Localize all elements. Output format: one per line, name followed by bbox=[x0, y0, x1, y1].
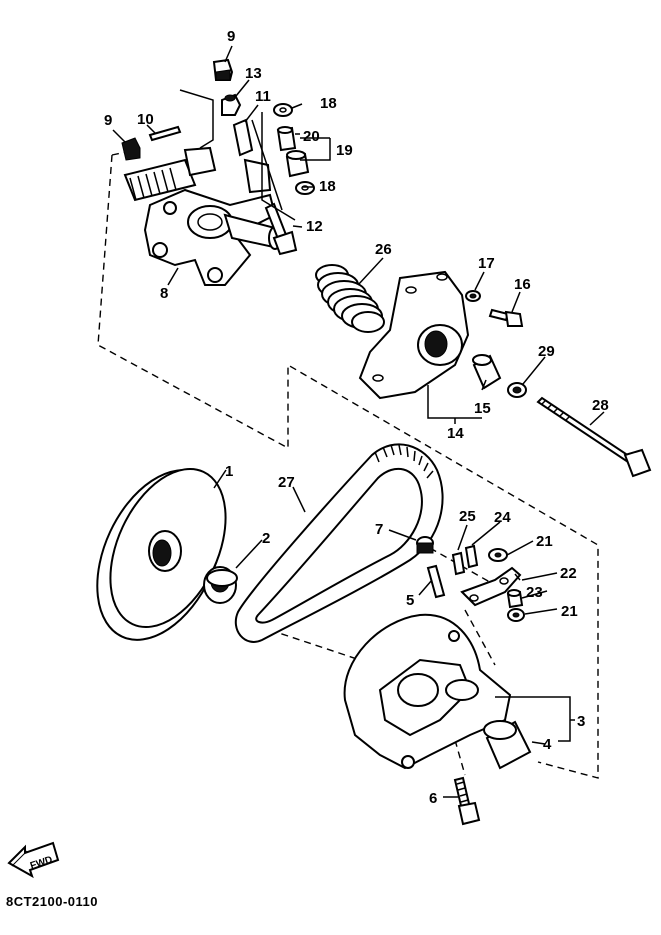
part-17-nut bbox=[465, 290, 481, 302]
part-27-belt bbox=[234, 443, 444, 643]
callout-18-upper: 18 bbox=[320, 95, 337, 112]
part-11-sleeve bbox=[232, 118, 254, 157]
callout-3: 3 bbox=[577, 713, 585, 730]
callout-24: 24 bbox=[494, 509, 511, 526]
callout-2: 2 bbox=[262, 530, 270, 547]
part-13-nut bbox=[221, 93, 242, 116]
part-29-washer bbox=[507, 382, 527, 398]
callout-28: 28 bbox=[592, 397, 609, 414]
callout-27: 27 bbox=[278, 474, 295, 491]
part-6-bolt bbox=[453, 776, 481, 826]
part-28-bolt bbox=[536, 396, 652, 478]
part-4-bushing bbox=[483, 720, 532, 770]
callout-4: 4 bbox=[543, 736, 552, 753]
part-10-pin bbox=[148, 125, 182, 142]
callout-8: 8 bbox=[160, 285, 168, 302]
part-18-washer-upper bbox=[273, 103, 293, 117]
callout-21-upper: 21 bbox=[536, 533, 553, 550]
callout-18-lower: 18 bbox=[319, 178, 336, 195]
callout-25: 25 bbox=[459, 508, 476, 525]
part-1-fixed-sheave bbox=[96, 467, 227, 641]
callout-19: 19 bbox=[336, 142, 353, 159]
callout-5: 5 bbox=[406, 592, 414, 609]
part-23-roller bbox=[506, 589, 524, 609]
callout-15: 15 bbox=[474, 400, 491, 417]
callout-1: 1 bbox=[225, 463, 233, 480]
fwd-arrow-icon: FWD bbox=[7, 841, 60, 879]
part-2-bushing bbox=[203, 566, 238, 604]
part-14-cover bbox=[358, 270, 470, 400]
callout-26: 26 bbox=[375, 241, 392, 258]
callout-29: 29 bbox=[538, 343, 555, 360]
part-5-pin bbox=[426, 564, 446, 599]
part-19-roller bbox=[285, 150, 310, 178]
part-9-weight-upper bbox=[212, 58, 234, 81]
leader-lines bbox=[112, 45, 605, 798]
part-15-bushing bbox=[472, 354, 502, 390]
callout-22: 22 bbox=[560, 565, 577, 582]
callout-7: 7 bbox=[375, 521, 383, 538]
part-20-bushing bbox=[276, 126, 297, 152]
part-21-washer-upper bbox=[488, 548, 508, 562]
callout-9-left: 9 bbox=[104, 112, 112, 129]
callout-20: 20 bbox=[303, 128, 320, 145]
callout-17: 17 bbox=[478, 255, 495, 272]
callout-labels: 9 13 11 10 9 18 20 19 18 12 8 26 17 16 2… bbox=[104, 28, 609, 807]
part-25-pin bbox=[451, 551, 466, 576]
callout-13: 13 bbox=[245, 65, 262, 82]
part-18-washer-lower bbox=[295, 181, 315, 195]
callout-14: 14 bbox=[447, 425, 464, 442]
callout-11: 11 bbox=[255, 88, 271, 105]
callout-16: 16 bbox=[514, 276, 531, 293]
callout-21-lower: 21 bbox=[561, 603, 578, 620]
part-21-washer-lower bbox=[507, 608, 525, 622]
part-26-spring bbox=[315, 264, 385, 333]
diagram-code: 8CT2100-0110 bbox=[6, 894, 98, 909]
part-7-nut bbox=[416, 536, 434, 554]
part-24-pin bbox=[464, 544, 479, 569]
part-22-arm bbox=[460, 566, 522, 607]
part-3-sliding-sheave bbox=[343, 613, 512, 770]
callout-12: 12 bbox=[306, 218, 323, 235]
part-8-spider-shaft bbox=[123, 146, 282, 286]
part-9-weight-left bbox=[121, 137, 141, 161]
part-16-bolt bbox=[488, 308, 524, 327]
callout-10: 10 bbox=[137, 111, 154, 128]
callout-9-upper: 9 bbox=[227, 28, 235, 45]
callout-23: 23 bbox=[526, 584, 543, 601]
callout-6: 6 bbox=[429, 790, 437, 807]
